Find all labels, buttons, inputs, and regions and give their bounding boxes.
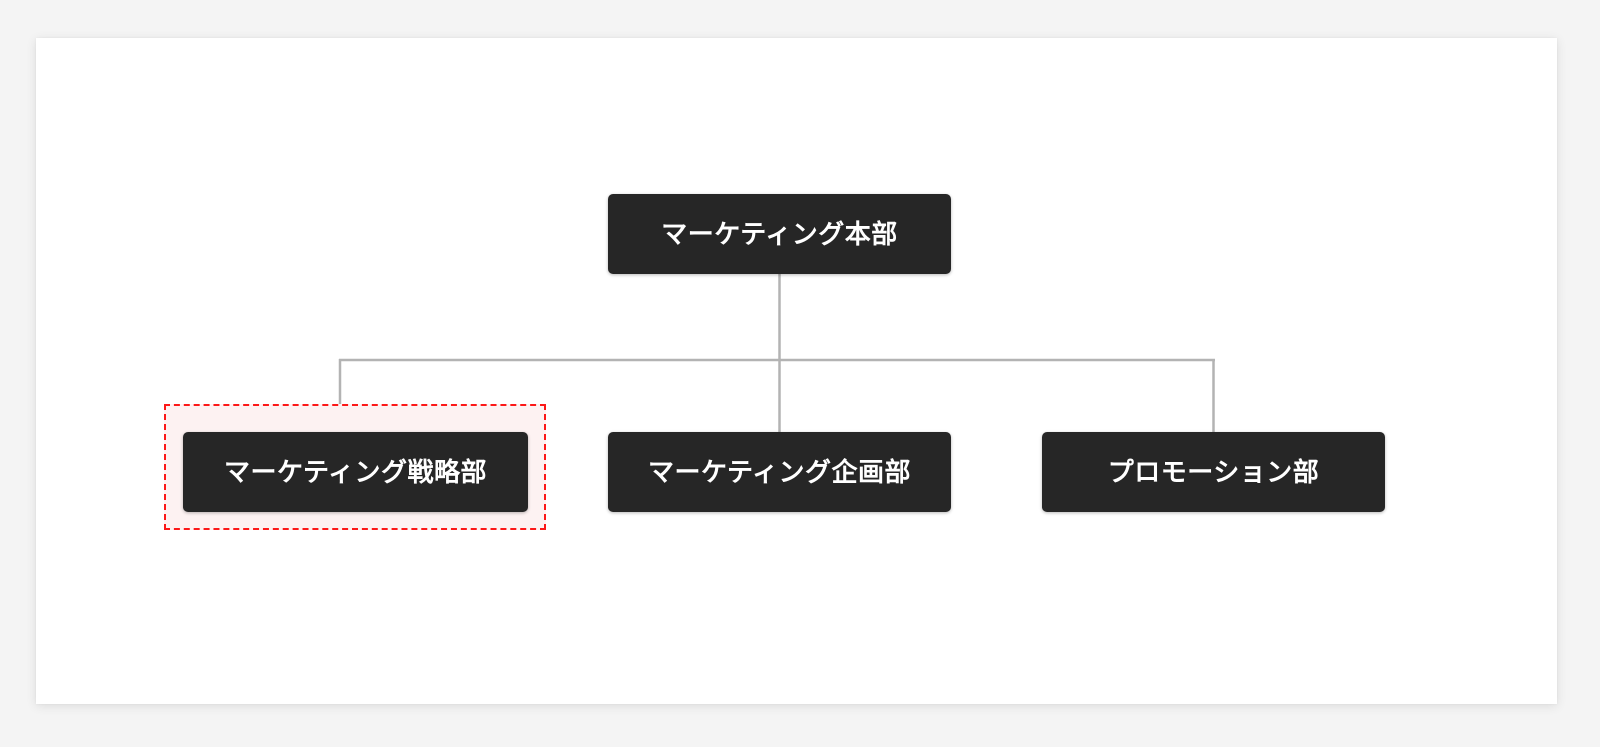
org-node-marketing-strategy[interactable]: マーケティング戦略部 — [183, 432, 528, 512]
org-node-marketing-planning[interactable]: マーケティング企画部 — [608, 432, 951, 512]
org-node-promotion[interactable]: プロモーション部 — [1042, 432, 1385, 512]
chart-card — [36, 38, 1557, 704]
org-node-root[interactable]: マーケティング本部 — [608, 194, 951, 274]
